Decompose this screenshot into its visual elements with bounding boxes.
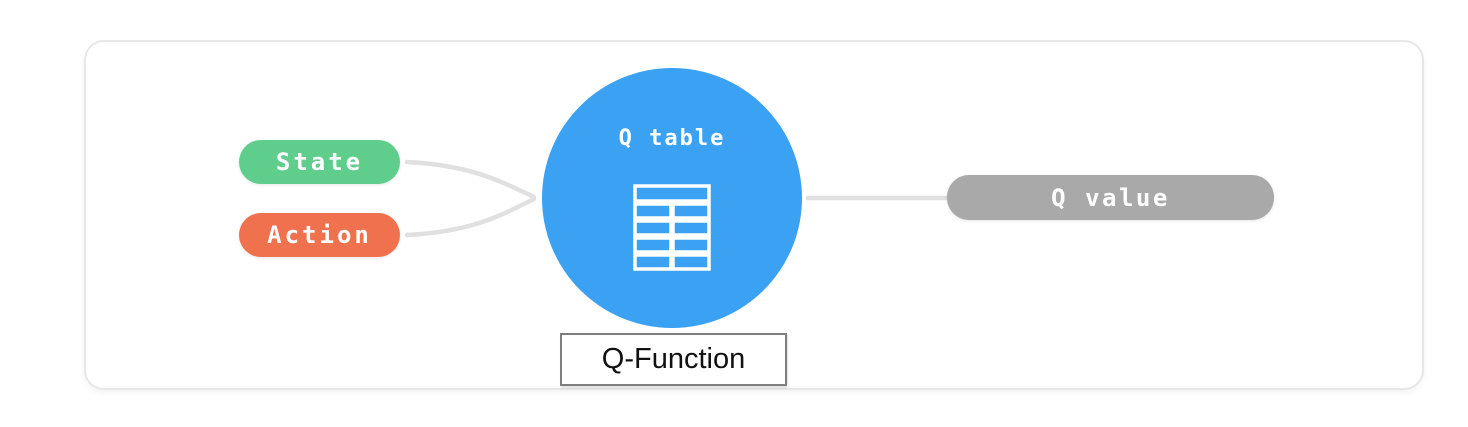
state-to-qtable-connector — [404, 159, 537, 200]
qtable-node-label: Q table — [618, 126, 726, 151]
state-node: State — [239, 140, 400, 184]
table-grid-icon — [633, 184, 711, 271]
action-node-label: Action — [267, 221, 372, 249]
connector-lines — [404, 159, 950, 238]
state-node-label: State — [275, 148, 364, 176]
action-to-qtable-connector — [404, 196, 537, 238]
diagram-card: State Action Q table — [84, 40, 1424, 390]
q-function-caption-box: Q-Function — [560, 333, 787, 386]
qtable-node: Q table — [542, 68, 802, 328]
action-node: Action — [239, 213, 400, 257]
qvalue-node: Q value — [947, 175, 1274, 220]
q-function-caption-label: Q-Function — [601, 343, 746, 375]
qvalue-node-label: Q value — [1051, 183, 1170, 212]
